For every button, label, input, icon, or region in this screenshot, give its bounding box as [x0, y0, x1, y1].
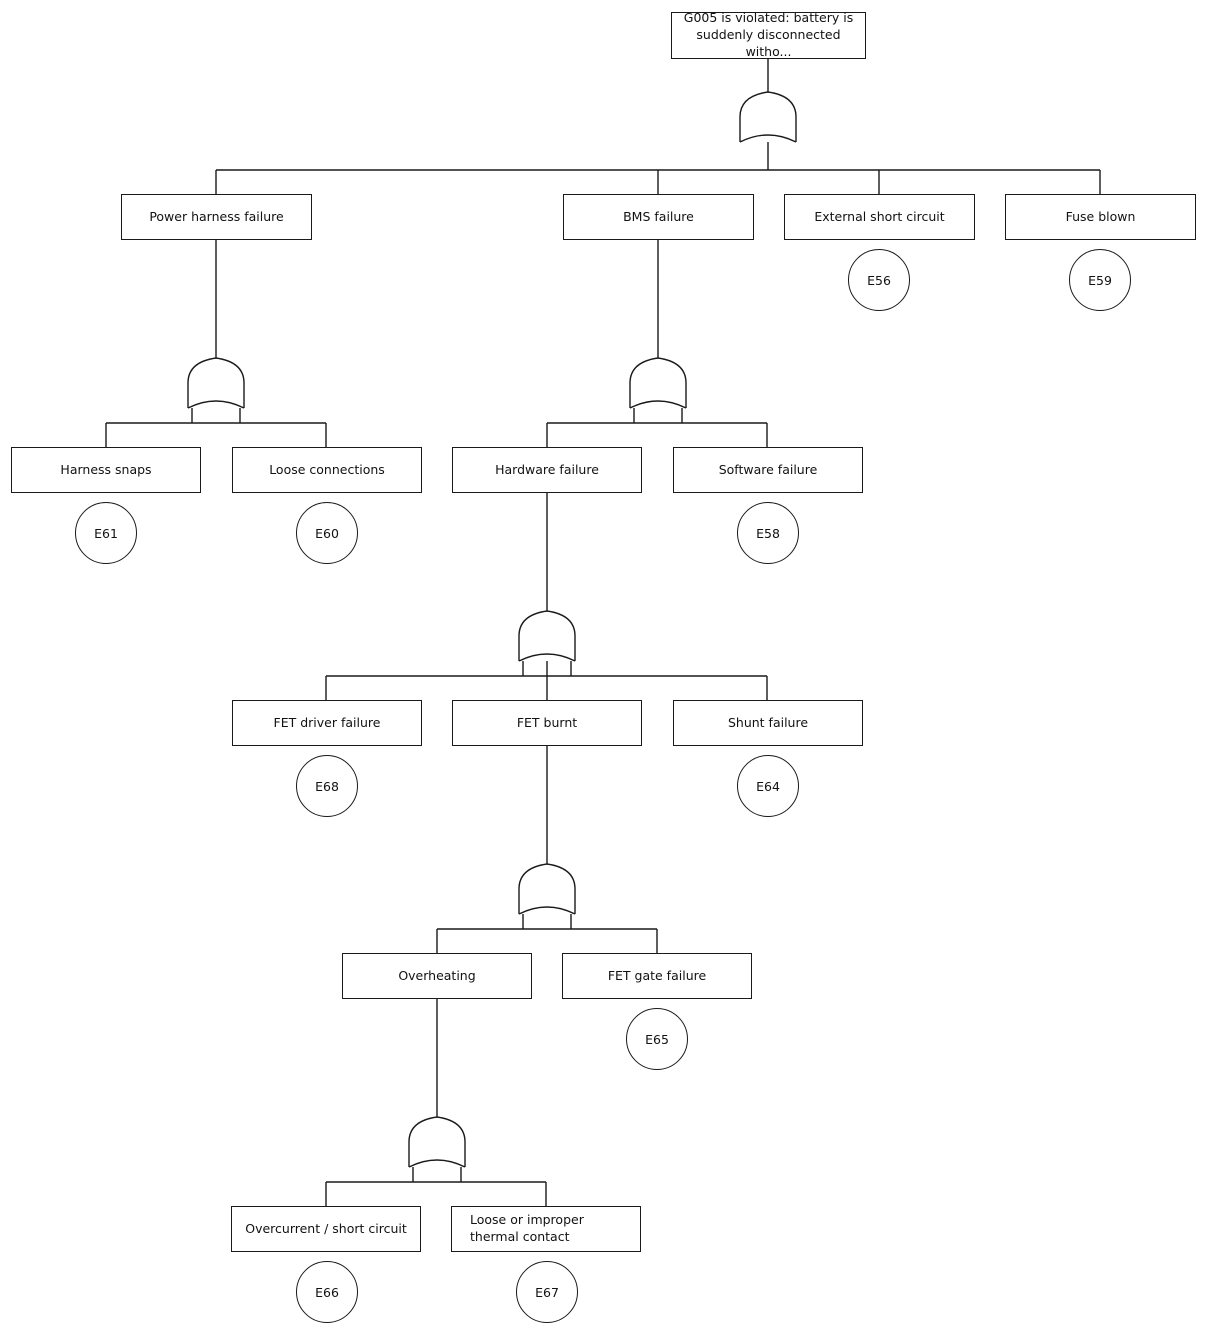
event-circle-e56[interactable]: E56 [848, 249, 910, 311]
gate-fet-burnt-body [518, 863, 576, 914]
node-fet-burnt[interactable]: FET burnt [452, 700, 642, 746]
event-circle-e64[interactable]: E64 [737, 755, 799, 817]
node-fet-burnt-label: FET burnt [516, 714, 578, 730]
event-circle-e65-label: E65 [645, 1031, 669, 1047]
gate-bms-body [629, 357, 687, 408]
node-software-failure[interactable]: Software failure [673, 447, 863, 493]
node-power-harness-failure[interactable]: Power harness failure [121, 194, 312, 240]
event-circle-e68-label: E68 [315, 778, 339, 794]
gate-power-harness-body [187, 357, 245, 408]
event-circle-e59-label: E59 [1088, 272, 1112, 288]
node-bms-failure[interactable]: BMS failure [563, 194, 754, 240]
event-circle-e68[interactable]: E68 [296, 755, 358, 817]
event-circle-e56-label: E56 [867, 272, 891, 288]
node-top-event-label: G005 is violated: battery is suddenly di… [683, 10, 854, 59]
gate-hardware-arc [518, 653, 576, 662]
node-overheating[interactable]: Overheating [342, 953, 532, 999]
event-circle-e65[interactable]: E65 [626, 1008, 688, 1070]
node-thermal-contact[interactable]: Loose or improper thermal contact [451, 1206, 641, 1252]
node-fet-driver-failure[interactable]: FET driver failure [232, 700, 422, 746]
gate-fet-burnt-arc [518, 906, 576, 915]
node-overcurrent-short-circuit[interactable]: Overcurrent / short circuit [231, 1206, 421, 1252]
node-external-short-circuit-label: External short circuit [814, 208, 945, 224]
node-loose-connections-label: Loose connections [269, 461, 385, 477]
node-overheating-label: Overheating [398, 967, 476, 983]
event-circle-e66[interactable]: E66 [296, 1261, 358, 1323]
event-circle-e66-label: E66 [315, 1284, 339, 1300]
event-circle-e58[interactable]: E58 [737, 502, 799, 564]
node-thermal-contact-label: Loose or improper thermal contact [470, 1212, 584, 1244]
gate-top-arc [739, 134, 797, 143]
node-fet-gate-failure[interactable]: FET gate failure [562, 953, 752, 999]
node-loose-connections[interactable]: Loose connections [232, 447, 422, 493]
node-fet-driver-failure-label: FET driver failure [273, 714, 381, 730]
gate-hardware-body [518, 610, 576, 661]
event-circle-e67-label: E67 [535, 1284, 559, 1300]
node-top-event[interactable]: G005 is violated: battery is suddenly di… [671, 10, 866, 59]
event-circle-e67[interactable]: E67 [516, 1261, 578, 1323]
event-circle-e60-label: E60 [315, 525, 339, 541]
node-shunt-failure[interactable]: Shunt failure [673, 700, 863, 746]
node-bms-failure-label: BMS failure [623, 208, 694, 224]
event-circle-e61-label: E61 [94, 525, 118, 541]
node-software-failure-label: Software failure [718, 461, 818, 477]
gate-overheating-body [408, 1116, 466, 1167]
node-power-harness-failure-label: Power harness failure [149, 208, 284, 224]
node-harness-snaps-label: Harness snaps [60, 461, 152, 477]
node-hardware-failure-label: Hardware failure [495, 461, 599, 477]
node-external-short-circuit[interactable]: External short circuit [784, 194, 975, 240]
node-fet-gate-failure-label: FET gate failure [607, 967, 707, 983]
event-circle-e64-label: E64 [756, 778, 780, 794]
event-circle-e60[interactable]: E60 [296, 502, 358, 564]
event-circle-e58-label: E58 [756, 525, 780, 541]
node-fuse-blown[interactable]: Fuse blown [1005, 194, 1196, 240]
node-shunt-failure-label: Shunt failure [727, 714, 809, 730]
gate-bms-arc [629, 400, 687, 409]
node-harness-snaps[interactable]: Harness snaps [11, 447, 201, 493]
node-overcurrent-short-circuit-label: Overcurrent / short circuit [245, 1220, 407, 1236]
node-hardware-failure[interactable]: Hardware failure [452, 447, 642, 493]
node-fuse-blown-label: Fuse blown [1065, 208, 1136, 224]
gate-overheating-arc [408, 1159, 466, 1168]
gate-top-body [739, 91, 797, 142]
event-circle-e59[interactable]: E59 [1069, 249, 1131, 311]
gate-power-harness-arc [187, 400, 245, 409]
event-circle-e61[interactable]: E61 [75, 502, 137, 564]
